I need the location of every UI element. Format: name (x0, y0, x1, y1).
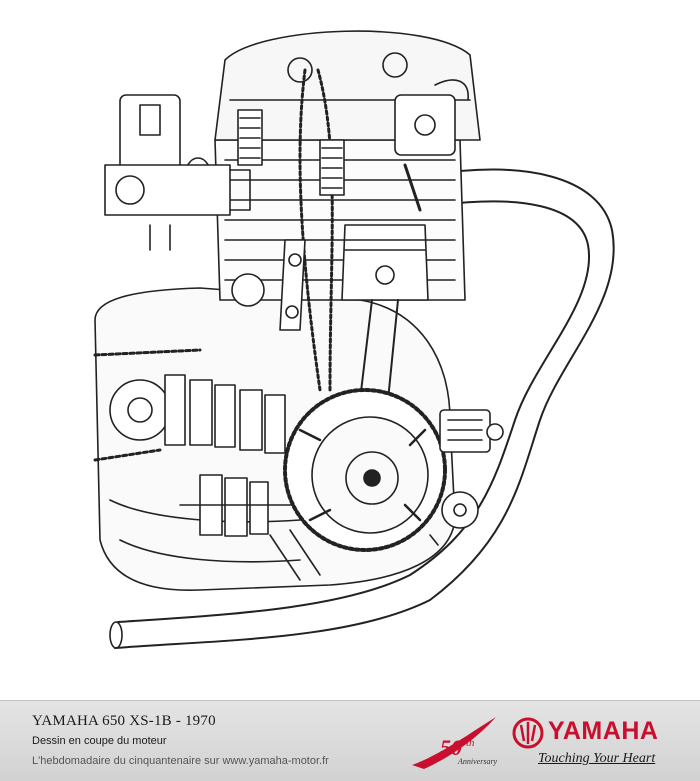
anniversary-suffix: th (466, 737, 475, 749)
anniversary-logo: 50 th Anniversary (410, 713, 500, 771)
drive-chain (93, 348, 202, 462)
cam-chain (298, 68, 334, 392)
piston (341, 224, 429, 401)
brand-name: YAMAHA (548, 717, 659, 745)
exhaust-pipe (109, 168, 615, 649)
clutch (283, 388, 447, 552)
gearbox (109, 374, 321, 581)
caption-website-text: L'hebdomadaire du cinquantenaire sur www… (32, 755, 329, 767)
engine-cutaway-illustration (93, 30, 615, 649)
oil-filter (429, 409, 504, 546)
anniversary-number: 50 (440, 735, 462, 760)
caption-title: YAMAHA 650 XS-1B - 1970 (32, 713, 216, 729)
anniversary-swoosh-icon (412, 717, 496, 769)
anniversary-word: Anniversary (458, 757, 498, 766)
timing-bracket (231, 239, 306, 331)
valve-springs (237, 109, 345, 196)
engine-drawing (93, 30, 615, 649)
caption-subtitle: Dessin en coupe du moteur (32, 735, 167, 747)
caption-footer: YAMAHA 650 XS-1B - 1970 Dessin en coupe … (0, 700, 700, 781)
yamaha-brand-logo: YAMAHA Touching Your Heart (512, 715, 682, 773)
carburetor (104, 94, 251, 251)
rocker-assembly (394, 94, 456, 212)
tuning-fork-emblem-icon (512, 717, 544, 749)
brand-tagline: Touching Your Heart (538, 751, 656, 766)
